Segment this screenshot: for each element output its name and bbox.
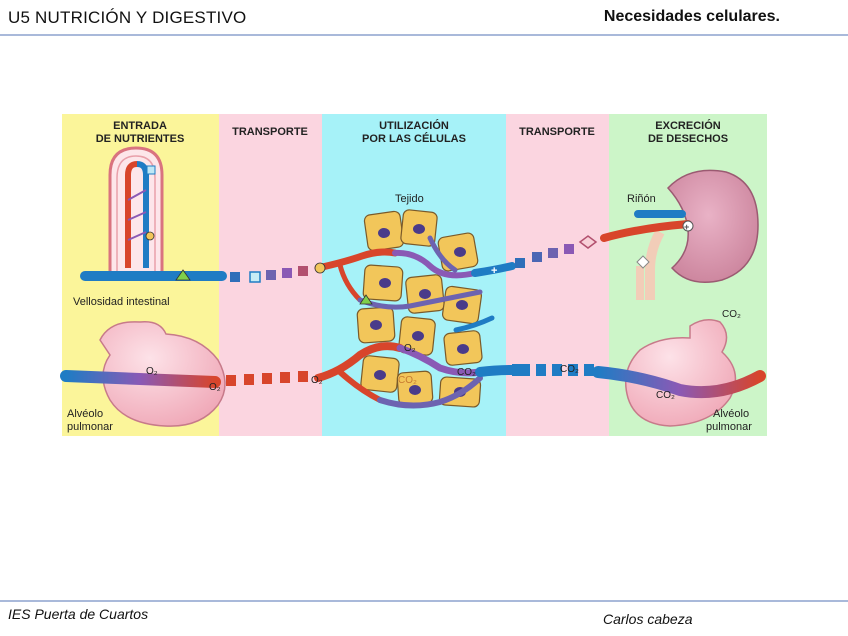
school-name: IES Puerta de Cuartos: [8, 606, 149, 622]
author-name: Carlos cabeza: [603, 611, 693, 627]
glucose-marker: [314, 262, 326, 274]
label-co2-lung: CO₂: [656, 390, 675, 401]
heading-transporte-2: TRANSPORTE: [519, 126, 595, 138]
footer-divider: [0, 600, 848, 602]
alveolus-right: [625, 319, 737, 427]
transport-dashes-bottom-right: [512, 364, 594, 376]
label-alveolus-right-2: pulmonar: [706, 421, 752, 433]
tissue-capillaries-top: [314, 235, 516, 333]
heading-entrada-1: ENTRADA: [113, 120, 167, 132]
intestinal-villus: [108, 146, 164, 272]
heading-excrecion-1: EXCRECIÓN: [655, 119, 720, 132]
heading-utilizacion-2: POR LAS CÉLULAS: [362, 132, 466, 145]
pulmonary-vessel-right: [592, 366, 766, 399]
kidney: +: [600, 169, 759, 300]
plus-marker-tissue: +: [491, 265, 497, 277]
label-alveolus-left-2: pulmonar: [67, 421, 113, 433]
transport-dashes-bottom-left: [226, 371, 308, 386]
amino-marker: [359, 294, 373, 305]
label-o2-tissue-in: O₂: [311, 375, 323, 386]
page-title: Necesidades celulares.: [603, 8, 780, 25]
transport-dashes-top-right: [515, 235, 598, 268]
label-villus: Vellosidad intestinal: [73, 296, 170, 308]
section-bg-transporte-2: [506, 114, 609, 436]
label-co2-exit: CO₂: [457, 367, 476, 378]
nutrient-triangle: [175, 269, 191, 281]
header-divider: [0, 34, 848, 36]
unit-title: U5 NUTRICIÓN Y DIGESTIVO: [8, 8, 247, 27]
heading-entrada-2: DE NUTRIENTES: [96, 133, 185, 145]
label-tissue: Tejido: [395, 193, 424, 205]
tissue-capillaries-bottom: [314, 342, 517, 409]
label-co2-out: CO₂: [722, 309, 741, 320]
label-alveolus-left-1: Alvéolo: [67, 408, 103, 420]
label-co2-cells: CO₂: [398, 375, 417, 386]
svg-text:+: +: [684, 222, 689, 232]
heading-transporte-1: TRANSPORTE: [232, 126, 308, 138]
label-co2-transport: CO₂: [560, 364, 579, 375]
label-o2-transport: O₂: [209, 382, 221, 393]
label-alveolus-right-1: Alvéolo: [713, 408, 749, 420]
pulmonary-vessel-left: [60, 370, 221, 388]
label-kidney: Riñón: [627, 193, 656, 205]
label-o2-cells: O₂: [404, 343, 416, 354]
transport-dashes-top-left: [230, 266, 308, 283]
heading-utilizacion-1: UTILIZACIÓN: [379, 119, 449, 132]
heading-excrecion-2: DE DESECHOS: [648, 133, 728, 145]
label-o2-alveolus: O₂: [146, 366, 158, 377]
